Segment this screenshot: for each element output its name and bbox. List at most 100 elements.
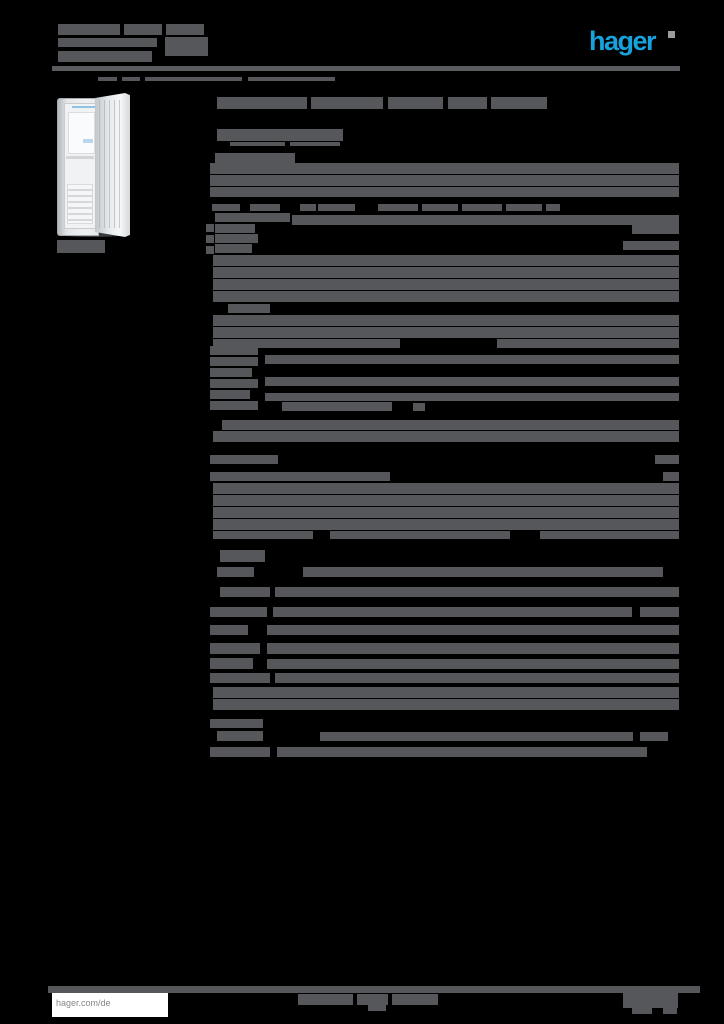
redacted-text-bar [300, 204, 316, 211]
redacted-text-bar [213, 431, 679, 442]
redacted-text-bar [267, 625, 679, 635]
redacted-text-bar [213, 483, 679, 494]
redacted-text-bar [290, 142, 340, 146]
redacted-text-bar [210, 346, 258, 355]
redacted-text-bar [210, 175, 679, 186]
redacted-text-bar [640, 607, 679, 617]
redacted-text-bar [145, 77, 242, 81]
redacted-text-bar [640, 732, 668, 741]
redacted-text-bar [220, 587, 270, 597]
redacted-text-bar [265, 393, 679, 401]
redacted-text-bar [413, 403, 425, 411]
redacted-text-bar [210, 625, 248, 635]
redacted-text-bar [206, 224, 214, 232]
redacted-text-bar [210, 357, 258, 366]
redacted-text-bar [206, 246, 214, 254]
redacted-text-bar [213, 255, 679, 266]
redacted-text-bar [210, 368, 252, 377]
redacted-text-bar [222, 420, 679, 430]
redacted-text-bar [250, 204, 280, 211]
redacted-text-bar [210, 673, 270, 683]
redacted-text-bar [210, 747, 270, 757]
redacted-text-bar [213, 267, 679, 278]
redacted-text-bar [491, 97, 547, 109]
redacted-text-bar [215, 213, 290, 222]
redacted-text-bar [462, 204, 502, 211]
product-photo [57, 92, 130, 238]
redacted-text-bar [265, 355, 679, 364]
redacted-text-bar [210, 643, 260, 654]
redacted-text-bar [318, 204, 355, 211]
redacted-text-bar [292, 215, 679, 225]
cabinet-upper-panel [68, 112, 95, 154]
cabinet-lower-panel [67, 184, 93, 224]
redacted-text-bar [392, 994, 438, 1005]
redacted-text-bar [623, 241, 679, 250]
redacted-text-bar [210, 187, 679, 197]
redacted-text-bar [212, 204, 240, 211]
redacted-text-bar [320, 732, 633, 741]
footer-website-link[interactable]: hager.com/de [56, 998, 111, 1008]
redacted-text-bar [210, 607, 267, 617]
redacted-text-bar [230, 142, 285, 146]
redacted-text-bar [388, 97, 443, 109]
redacted-text-bar [122, 77, 140, 81]
redacted-text-bar [210, 455, 278, 464]
redacted-text-bar [210, 472, 390, 481]
cabinet-blue-strip [72, 106, 95, 108]
cabinet-blue-label [83, 139, 93, 143]
redacted-text-bar [58, 38, 157, 47]
brand-logo: hager [589, 26, 657, 56]
redacted-text-bar [213, 507, 679, 518]
redacted-text-bar [210, 390, 250, 399]
redacted-text-bar [213, 519, 679, 530]
redacted-text-bar [58, 51, 152, 62]
redacted-text-bar [248, 77, 335, 81]
redacted-text-bar [206, 235, 214, 243]
redacted-text-bar [632, 225, 679, 234]
redacted-text-bar [210, 163, 679, 174]
redacted-text-bar [546, 204, 560, 211]
redacted-text-bar [165, 37, 208, 56]
redacted-text-bar [57, 240, 105, 253]
redacted-text-bar [277, 747, 647, 757]
redacted-text-bar [228, 304, 270, 313]
redacted-text-bar [303, 567, 663, 577]
redacted-text-bar [217, 129, 343, 141]
redacted-text-bar [210, 719, 263, 728]
redacted-text-bar [166, 24, 204, 35]
redacted-text-bar [378, 204, 418, 211]
redacted-text-bar [213, 327, 679, 338]
redacted-text-bar [215, 153, 295, 163]
redacted-text-bar [213, 687, 679, 698]
redacted-text-bar [663, 472, 679, 481]
redacted-text-bar [124, 24, 162, 35]
redacted-text-bar [330, 531, 510, 539]
redacted-text-bar [298, 994, 353, 1005]
redacted-text-bar [210, 658, 253, 669]
cabinet-door-ribs [99, 100, 121, 228]
redacted-text-bar [273, 607, 632, 617]
cabinet-divider [66, 156, 94, 159]
redacted-text-bar [220, 550, 265, 562]
redacted-text-bar [368, 1005, 386, 1011]
footer-divider [48, 986, 700, 993]
redacted-text-bar [497, 339, 679, 348]
redacted-text-bar [217, 567, 254, 577]
header-divider [52, 66, 680, 71]
redacted-text-bar [213, 291, 679, 302]
redacted-text-bar [213, 315, 679, 326]
redacted-text-bar [267, 643, 679, 654]
redacted-text-bar [58, 24, 120, 35]
redacted-text-bar [217, 97, 307, 109]
footer-link-box: hager.com/de [52, 993, 168, 1017]
redacted-text-bar [213, 495, 679, 506]
redacted-text-bar [655, 455, 679, 464]
redacted-text-bar [213, 279, 679, 290]
redacted-text-bar [265, 377, 679, 386]
redacted-text-bar [213, 531, 313, 539]
redacted-text-bar [213, 339, 400, 348]
redacted-text-bar [623, 993, 678, 1008]
logo-trademark-mark [668, 31, 675, 38]
